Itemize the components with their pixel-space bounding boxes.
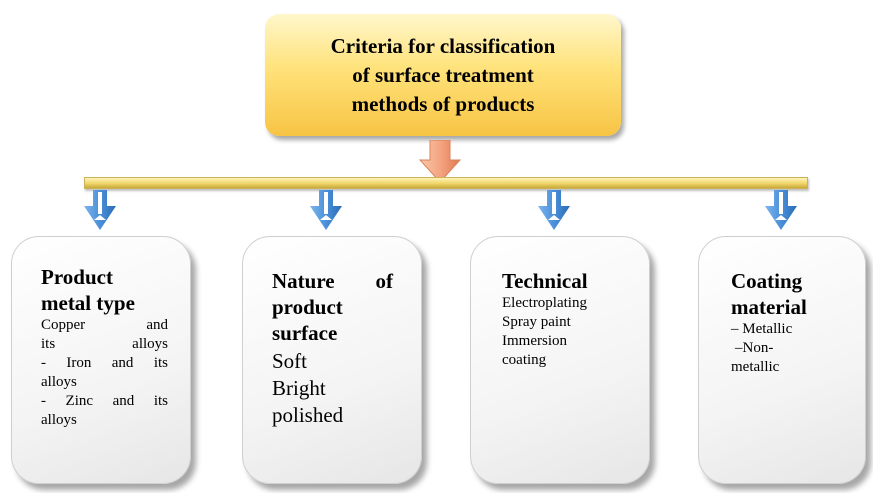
card-item: polished	[272, 403, 344, 427]
connector-bar	[84, 177, 808, 189]
branch-card-product-metal-type: Product metal type Copper and its alloys…	[11, 236, 191, 484]
root-title-line: Criteria for classification	[330, 33, 556, 58]
branch-card-coating-material: Coating material – Metallic –Non- metall…	[698, 236, 866, 484]
root-node: Criteria for classification of surface t…	[265, 14, 621, 136]
branch-arrow-icon	[538, 190, 570, 230]
card-title: Nature of product surface	[272, 268, 393, 346]
card-item: - Zinc and its	[41, 393, 168, 409]
card-item: Spray paint	[502, 314, 571, 330]
card-title-line: Product	[41, 265, 113, 289]
root-title-line: methods of products	[351, 91, 535, 116]
card-item: - Iron and its	[41, 355, 168, 371]
card-item: Soft	[272, 349, 308, 373]
main-down-arrow-icon	[418, 140, 462, 183]
card-item: its alloys	[41, 336, 168, 352]
branch-arrow-icon	[310, 190, 342, 230]
card-item: coating	[502, 352, 547, 368]
card-items: Electroplating Spray paint Immersion coa…	[502, 294, 639, 370]
card-title: Coating material	[731, 268, 855, 320]
card-title-line: product	[272, 295, 343, 319]
card-item: alloys	[41, 374, 77, 390]
card-title-line: Nature of	[272, 269, 393, 293]
card-title-line: surface	[272, 321, 338, 345]
card-title-line: Coating	[731, 269, 803, 293]
branch-arrow-icon	[765, 190, 797, 230]
card-item: metallic	[731, 359, 780, 375]
card-item: Copper and	[41, 317, 168, 333]
card-item: – Metallic	[731, 321, 793, 337]
card-item: –Non-	[735, 340, 774, 356]
card-title: Technical	[502, 268, 639, 294]
card-item: Electroplating	[502, 295, 587, 311]
branch-arrow-icon	[84, 190, 116, 230]
card-item: alloys	[41, 412, 77, 428]
card-item: Immersion	[502, 333, 567, 349]
card-title-line: metal type	[41, 291, 135, 315]
card-items: Copper and its alloys - Iron and its all…	[41, 316, 168, 430]
card-title-line: Technical	[502, 269, 588, 293]
branch-card-nature-of-product-surface: Nature of product surface Soft Bright po…	[242, 236, 422, 484]
card-title-line: material	[731, 295, 807, 319]
card-items: Soft Bright polished	[272, 348, 393, 429]
card-title: Product metal type	[41, 264, 168, 316]
card-items: – Metallic –Non- metallic	[731, 320, 855, 377]
card-item: Bright	[272, 376, 326, 400]
root-title-line: of surface treatment	[352, 62, 534, 87]
branch-card-technical: Technical Electroplating Spray paint Imm…	[470, 236, 650, 484]
